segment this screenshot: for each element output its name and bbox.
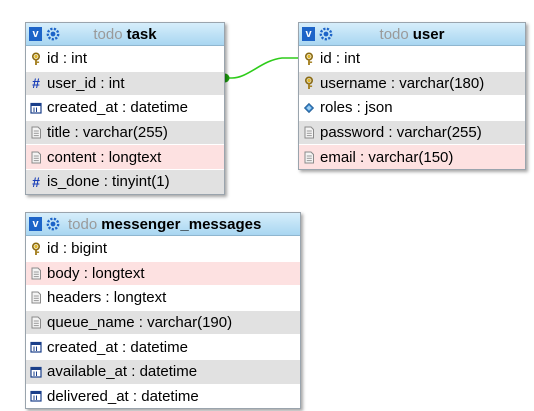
datetime-icon [28, 339, 44, 355]
column-row[interactable]: content : longtext [26, 144, 224, 169]
column-row[interactable]: password : varchar(255) [299, 119, 525, 145]
column-row[interactable]: created_at : datetime [26, 95, 224, 120]
column-label: available_at : datetime [47, 363, 198, 381]
column-label: roles : json [320, 99, 393, 117]
gear-icon[interactable] [45, 27, 60, 42]
column-label: created_at : datetime [47, 338, 188, 356]
column-label: content : longtext [47, 148, 162, 166]
datetime-icon [28, 364, 44, 380]
column-label: created_at : datetime [47, 99, 188, 117]
column-label: id : int [47, 50, 88, 68]
column-row[interactable]: body : longtext [26, 260, 300, 286]
column-label: id : int [320, 50, 361, 68]
table-name: task [126, 25, 157, 43]
hash-icon: # [32, 75, 40, 92]
gear-icon[interactable] [318, 27, 333, 42]
table-task[interactable]: v todo task id : int # user_id : int create… [25, 22, 225, 195]
column-list: id : int # user_id : int created_at : datet… [26, 46, 224, 194]
column-row[interactable]: created_at : datetime [26, 334, 300, 359]
text-icon [28, 149, 44, 165]
key-icon [28, 51, 44, 67]
column-row[interactable]: headers : longtext [26, 285, 300, 310]
table-header[interactable]: v todo task [26, 23, 224, 46]
column-row[interactable]: # is_done : tinyint(1) [26, 168, 224, 194]
column-label: delivered_at : datetime [47, 387, 199, 405]
table-title: todo messenger_messages [26, 213, 300, 235]
collapse-toggle-button[interactable]: v [29, 217, 42, 231]
column-list: id : int username : varchar(180) roles : j… [299, 46, 525, 169]
column-row[interactable]: # user_id : int [26, 70, 224, 96]
key-icon [301, 51, 317, 67]
table-header[interactable]: v todo messenger_messages [26, 213, 300, 236]
column-row[interactable]: queue_name : varchar(190) [26, 309, 300, 335]
database-name: todo [379, 25, 409, 43]
column-label: email : varchar(150) [320, 148, 454, 166]
column-row[interactable]: delivered_at : datetime [26, 383, 300, 409]
table-name: messenger_messages [101, 215, 262, 233]
key-icon [301, 75, 317, 91]
text-icon [301, 125, 317, 141]
gear-icon[interactable] [45, 217, 60, 232]
text-icon [28, 125, 44, 141]
table-messenger-messages[interactable]: v todo messenger_messages id : bigint bod… [25, 212, 301, 410]
table-user[interactable]: v todo user id : int username : varchar(1… [298, 22, 526, 170]
column-row[interactable]: title : varchar(255) [26, 119, 224, 145]
column-row[interactable]: username : varchar(180) [299, 70, 525, 96]
database-name: todo [68, 215, 98, 233]
text-icon [28, 265, 44, 281]
hash-icon: # [32, 173, 40, 190]
column-row[interactable]: available_at : datetime [26, 358, 300, 384]
collapse-toggle-button[interactable]: v [29, 27, 42, 41]
column-label: password : varchar(255) [320, 124, 482, 142]
column-label: id : bigint [47, 240, 108, 258]
key-icon [28, 241, 44, 257]
column-label: headers : longtext [47, 289, 167, 307]
text-icon [301, 149, 317, 165]
column-label: user_id : int [47, 74, 125, 92]
table-header[interactable]: v todo user [299, 23, 525, 46]
column-list: id : bigint body : longtext headers : long… [26, 236, 300, 409]
collapse-toggle-button[interactable]: v [302, 27, 315, 41]
table-name: user [412, 25, 445, 43]
column-row[interactable]: id : int [299, 46, 525, 71]
column-label: queue_name : varchar(190) [47, 314, 233, 332]
text-icon [28, 290, 44, 306]
column-label: is_done : tinyint(1) [47, 173, 170, 191]
relation-connector [224, 57, 298, 79]
datetime-icon [28, 388, 44, 404]
column-row[interactable]: id : int [26, 46, 224, 71]
database-name: todo [93, 25, 123, 43]
column-row[interactable]: id : bigint [26, 236, 300, 261]
column-row[interactable]: roles : json [299, 95, 525, 120]
column-label: body : longtext [47, 264, 145, 282]
json-icon [301, 100, 317, 116]
datetime-icon [28, 100, 44, 116]
column-label: title : varchar(255) [47, 124, 168, 142]
text-icon [28, 315, 44, 331]
column-label: username : varchar(180) [320, 74, 485, 92]
column-row[interactable]: email : varchar(150) [299, 144, 525, 169]
